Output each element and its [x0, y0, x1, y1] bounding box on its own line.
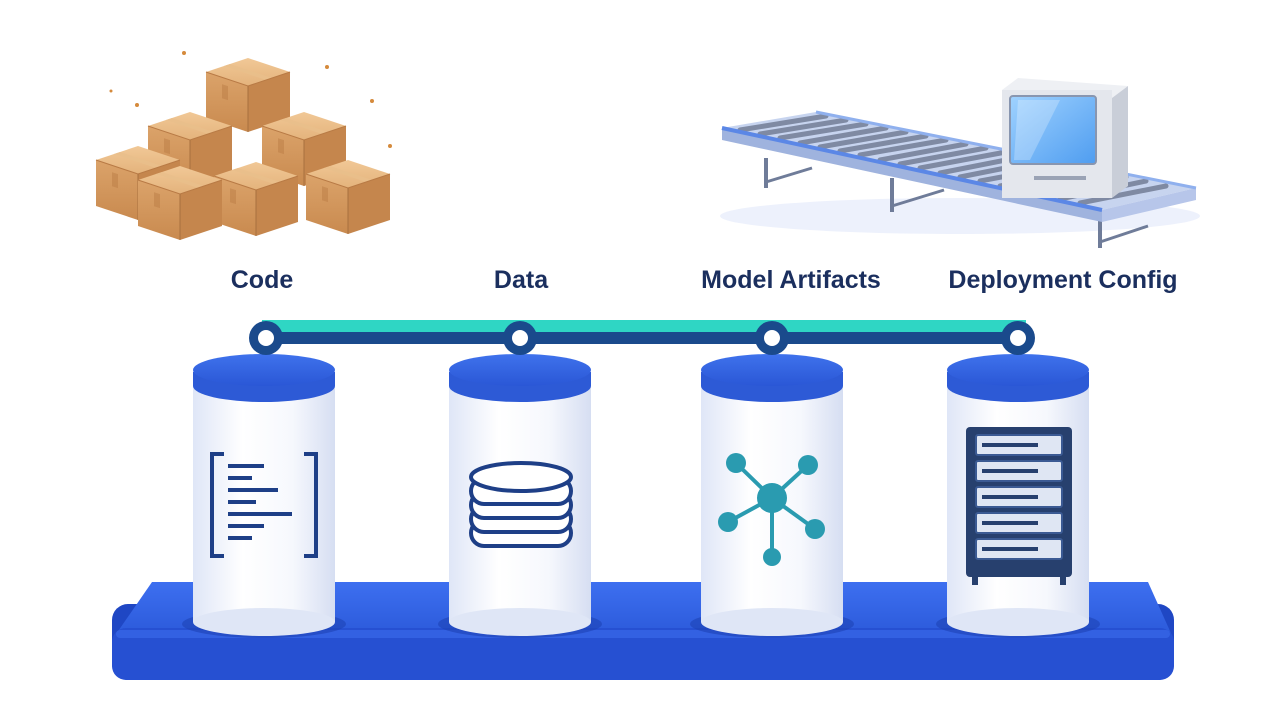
platform-base: [112, 582, 1174, 680]
pillar-data: [438, 354, 602, 638]
connector-node: [755, 321, 789, 355]
label-data: Data: [493, 266, 549, 294]
connector-node: [249, 321, 283, 355]
network-graph-icon: [718, 453, 825, 566]
label-code: Code: [230, 266, 294, 294]
server-rack-icon: [966, 427, 1072, 585]
database-stack-icon: [469, 461, 573, 548]
connector-rail: [262, 320, 1026, 344]
pillar-deployment-config: [936, 354, 1100, 638]
label-deployment-config: Deployment Config: [948, 266, 1178, 294]
cardboard-boxes-icon: [95, 51, 392, 241]
pillar-model-artifacts: [690, 354, 854, 638]
label-model-artifacts: Model Artifacts: [701, 266, 881, 294]
code-bracket-icon: [210, 452, 318, 558]
conveyor-belt-with-monitor-icon: [720, 78, 1200, 248]
pillar-code: [182, 354, 346, 638]
connector-node: [503, 321, 537, 355]
connector-nodes: [249, 321, 1035, 355]
connector-node: [1001, 321, 1035, 355]
